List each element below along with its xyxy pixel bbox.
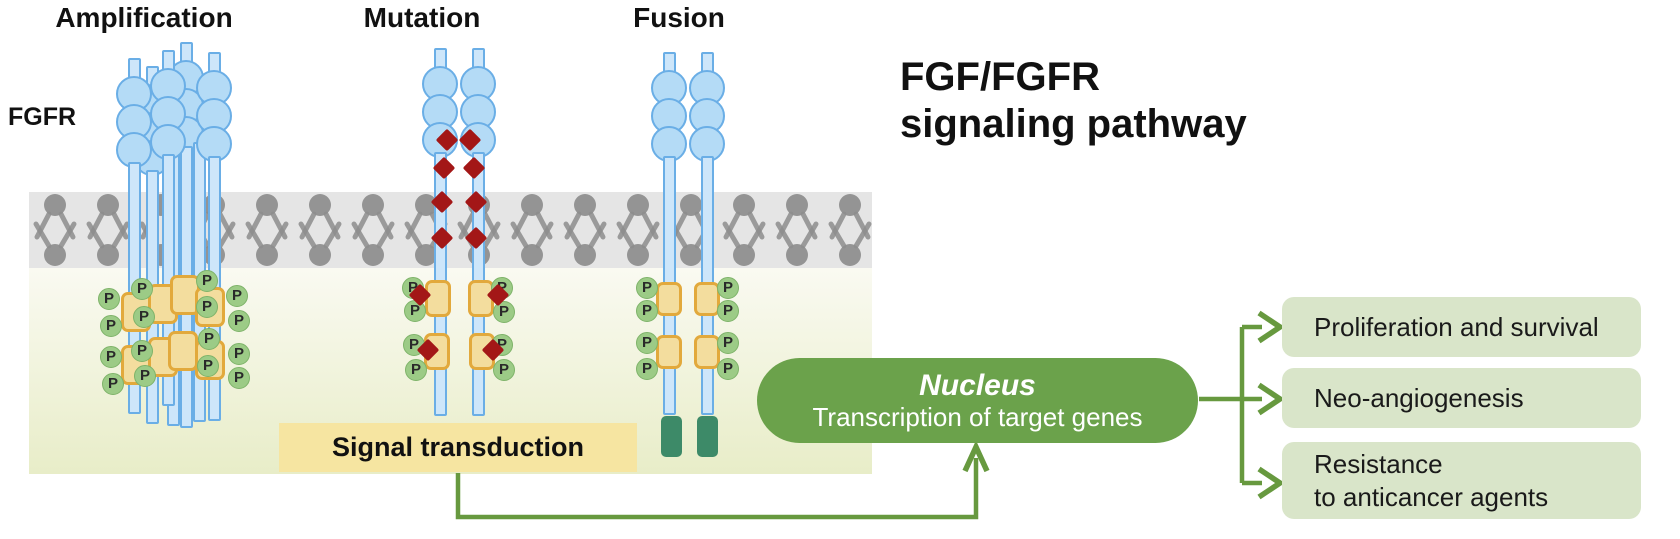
phospho-badge: P [636, 332, 658, 354]
phospho-badge: P [636, 277, 658, 299]
phospho-badge: P [197, 355, 219, 377]
outcome-label: Neo-angiogenesis [1314, 382, 1524, 413]
kinase-domain [425, 280, 451, 317]
figure-title: FGF/FGFR signaling pathway [900, 54, 1247, 148]
nucleus-box: Nucleus Transcription of target genes [757, 358, 1198, 443]
nucleus-title: Nucleus [919, 369, 1036, 402]
signal-transduction-box: Signal transduction [279, 423, 637, 472]
phospho-badge: P [493, 301, 515, 323]
column-title-mutation: Mutation [363, 2, 481, 33]
nucleus-subtitle: Transcription of target genes [812, 402, 1143, 432]
figure-title-line2: signaling pathway [900, 102, 1247, 146]
fgfr-label: FGFR [8, 103, 77, 131]
phospho-badge: P [493, 359, 515, 381]
outcome-label: Proliferation and survival [1314, 311, 1599, 342]
column-title-fusion: Fusion [633, 2, 725, 33]
phospho-badge: P [131, 340, 153, 362]
outcome-label: to anticancer agents [1314, 481, 1549, 512]
outcome-box-neoangiogenesis: Neo-angiogenesis [1282, 368, 1641, 428]
phospho-badge: P [228, 367, 250, 389]
phospho-badge: P [636, 300, 658, 322]
phospho-badge: P [196, 270, 218, 292]
phospho-badge: P [717, 332, 739, 354]
outcome-label: Resistance [1314, 448, 1443, 479]
outcome-box-resistance: Resistance to anticancer agents [1282, 442, 1641, 519]
phospho-badge: P [228, 343, 250, 365]
phospho-badge: P [636, 358, 658, 380]
phospho-badge: P [717, 300, 739, 322]
kinase-domain [168, 331, 198, 371]
phospho-badge: P [133, 306, 155, 328]
signal-transduction-label: Signal transduction [331, 432, 585, 462]
phospho-badge: P [134, 365, 156, 387]
phospho-badge: P [717, 358, 739, 380]
kinase-domain [694, 335, 720, 369]
phospho-badge: P [102, 373, 124, 395]
fusion-partner-domain [697, 416, 718, 457]
phospho-badge: P [196, 296, 218, 318]
phospho-badge: P [226, 285, 248, 307]
phospho-badge: P [100, 315, 122, 337]
phospho-badge: P [405, 359, 427, 381]
kinase-domain [694, 282, 720, 316]
phospho-badge: P [717, 277, 739, 299]
ig-domain [651, 98, 687, 134]
phospho-badge: P [198, 328, 220, 350]
outcome-box-proliferation: Proliferation and survival [1282, 297, 1641, 357]
kinase-domain [656, 282, 682, 316]
fusion-partner-domain [661, 416, 682, 457]
kinase-domain [656, 335, 682, 369]
phospho-badge: P [98, 288, 120, 310]
phospho-badge: P [100, 346, 122, 368]
phospho-badge: P [228, 310, 250, 332]
phospho-badge: P [131, 278, 153, 300]
figure-title-line1: FGF/FGFR [900, 55, 1100, 99]
column-title-amplification: Amplification [55, 2, 233, 33]
